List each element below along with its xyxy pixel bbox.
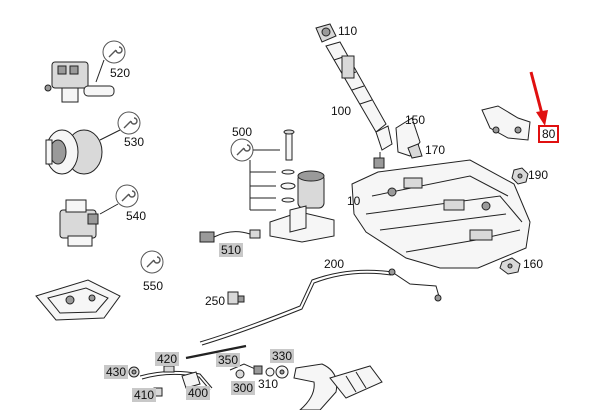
part-80-drawing[interactable] (481, 105, 531, 141)
label-510[interactable]: 510 (219, 243, 244, 257)
part-300-drawing[interactable] (229, 363, 263, 379)
label-520[interactable]: 520 (110, 66, 131, 80)
part-530-drawing[interactable] (45, 129, 103, 175)
part-510-drawing[interactable] (199, 229, 261, 243)
wrench-icon (140, 250, 164, 274)
label-330[interactable]: 330 (270, 349, 295, 363)
label-400[interactable]: 400 (186, 386, 211, 400)
part-160-drawing[interactable] (499, 257, 521, 275)
part-10-drawing[interactable] (351, 159, 531, 269)
hose-drawing (293, 363, 383, 410)
wrench-icon (230, 138, 254, 162)
part-110-drawing[interactable] (315, 23, 337, 43)
wrench-icon (102, 40, 126, 64)
label-80[interactable]: 80 (538, 125, 560, 143)
wrench-icon (117, 111, 141, 135)
label-420[interactable]: 420 (155, 352, 180, 366)
label-190[interactable]: 190 (528, 168, 549, 182)
label-410[interactable]: 410 (132, 388, 157, 402)
part-350-drawing[interactable] (185, 344, 247, 360)
part-170-drawing[interactable] (407, 143, 423, 159)
part-200-drawing[interactable] (199, 268, 442, 346)
label-430[interactable]: 430 (104, 365, 129, 379)
label-110[interactable]: 110 (338, 24, 358, 38)
part-420-drawing[interactable] (139, 365, 213, 391)
part-310-drawing[interactable] (265, 367, 275, 377)
part-500-drawing[interactable] (269, 129, 335, 243)
part-540-drawing[interactable] (59, 199, 99, 247)
label-310[interactable]: 310 (258, 377, 279, 391)
highlight-arrow (529, 71, 548, 126)
part-100-drawing[interactable] (325, 41, 393, 169)
part-330-drawing[interactable] (275, 365, 289, 379)
wrench-icon (115, 184, 139, 208)
label-150[interactable]: 150 (405, 113, 426, 127)
label-170[interactable]: 170 (425, 143, 446, 157)
label-160[interactable]: 160 (523, 257, 544, 271)
part-190-drawing[interactable] (511, 167, 529, 185)
part-550-drawing[interactable] (35, 279, 121, 321)
label-540[interactable]: 540 (126, 209, 147, 223)
label-250[interactable]: 250 (205, 294, 226, 308)
label-350[interactable]: 350 (216, 353, 241, 367)
label-500[interactable]: 500 (232, 125, 253, 139)
part-400-drawing[interactable] (181, 371, 201, 389)
part-520-drawing[interactable] (44, 61, 115, 103)
label-10[interactable]: 10 (347, 194, 361, 208)
part-430-drawing[interactable] (128, 366, 140, 378)
part-250-drawing[interactable] (227, 291, 245, 305)
label-100[interactable]: 100 (331, 104, 352, 118)
label-550[interactable]: 550 (143, 279, 164, 293)
label-200[interactable]: 200 (324, 257, 345, 271)
label-300[interactable]: 300 (231, 381, 256, 395)
label-530[interactable]: 530 (124, 135, 145, 149)
